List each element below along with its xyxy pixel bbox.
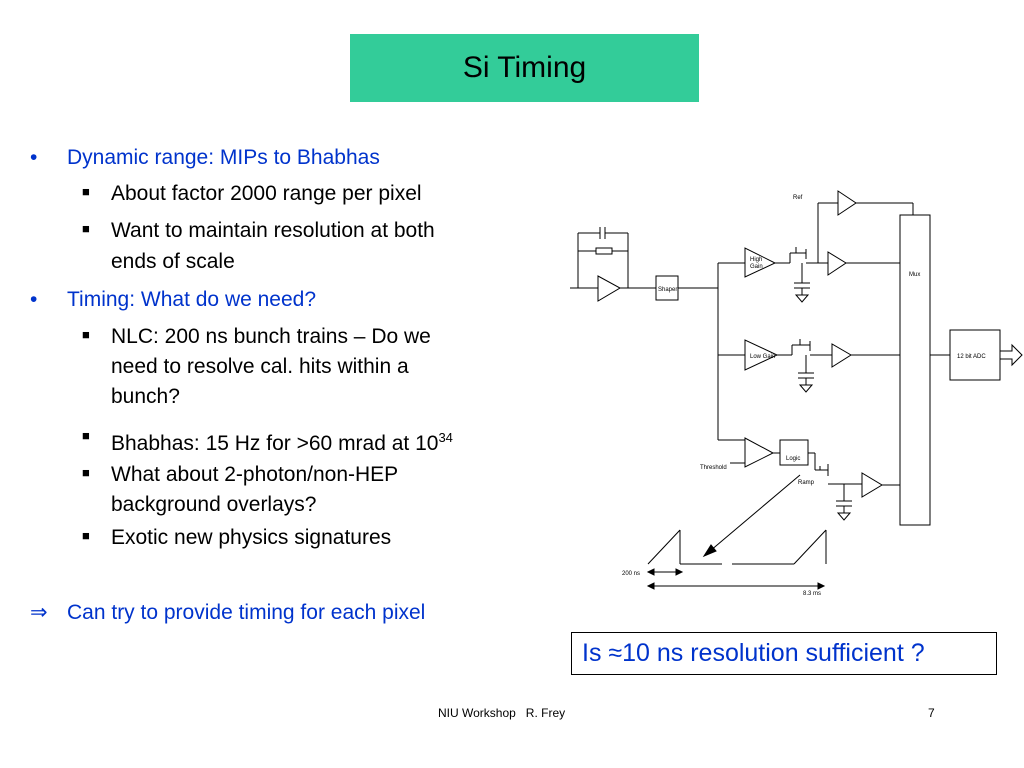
conclusion-arrow-icon: ⇒ <box>30 601 48 624</box>
sub-bullet-nlc-line1: NLC: 200 ns bunch trains – Do we <box>111 325 431 348</box>
bullet-marker: • <box>30 288 38 311</box>
mux-box <box>899 214 931 526</box>
arrowhead-icon <box>675 568 684 576</box>
bullet-marker: • <box>30 146 38 169</box>
sub-bullet-2photon-line1: What about 2-photon/non-HEP <box>111 463 399 486</box>
bullet-dynamic-range: Dynamic range: MIPs to Bhabhas <box>67 146 380 169</box>
low-gain-amp-triangle <box>744 339 779 371</box>
waveform <box>647 529 681 565</box>
slide-title: Si Timing <box>462 51 587 84</box>
ramp-label: Ramp <box>798 480 815 486</box>
low-gain-label: Low Gain <box>750 354 775 360</box>
threshold-label: Threshold <box>700 465 727 471</box>
high-gain-label-line1: High <box>750 257 762 263</box>
sub-bullet-marker: ■ <box>82 327 90 342</box>
sub-bullet-nlc-line2: need to resolve cal. hits within a <box>111 355 409 378</box>
sub-bullet-marker: ■ <box>82 221 90 236</box>
threshold-comparator-triangle <box>744 437 775 468</box>
sub-bullet-factor-2000: About factor 2000 range per pixel <box>111 182 422 205</box>
adc-label: 12 bit ADC <box>957 354 986 360</box>
sub-bullet-marker: ■ <box>82 528 90 543</box>
resolution-callout-text: Is ≈10 ns resolution sufficient ? <box>582 639 925 667</box>
sub-bullet-resolution-line2: ends of scale <box>111 250 235 273</box>
ground-icon <box>798 384 814 393</box>
sub-bullet-resolution-line1: Want to maintain resolution at both <box>111 219 435 242</box>
sub-bullet-marker: ■ <box>82 184 90 199</box>
superscript-34: 34 <box>438 430 453 445</box>
low-gain-buffer-triangle <box>831 343 852 368</box>
timing-circuit-diagram: Ref Shaper High Gain Low Gain Mux 12 bit… <box>570 190 1023 597</box>
resolution-callout-box: Is ≈10 ns resolution sufficient ? <box>571 632 997 675</box>
t83-label: 8.3 ms <box>803 591 821 597</box>
high-gain-label-line2: Gain <box>750 264 763 270</box>
arrowhead-icon <box>702 544 717 558</box>
sub-bullet-2photon-line2: background overlays? <box>111 493 317 516</box>
logic-label: Logic <box>786 456 800 462</box>
mux-label: Mux <box>909 272 920 278</box>
sub-bullet-exotic: Exotic new physics signatures <box>111 526 392 549</box>
ramp-buffer-triangle <box>861 472 883 498</box>
high-gain-amp-triangle <box>744 247 777 278</box>
footer-text: NIU Workshop R. Frey <box>438 706 566 720</box>
ramp-pointer-arrow <box>709 474 801 552</box>
conclusion-text: Can try to provide timing for each pixel <box>67 601 426 624</box>
arrowhead-icon <box>646 568 655 576</box>
feedback-resistor <box>595 247 613 255</box>
waveform <box>793 529 827 565</box>
shaper-label: Shaper <box>658 287 677 293</box>
high-gain-buffer-triangle <box>827 251 847 276</box>
output-arrow-icon <box>999 343 1023 367</box>
arrowhead-icon <box>817 582 826 590</box>
ref-label: Ref <box>793 195 803 201</box>
page-number: 7 <box>928 706 935 720</box>
ground-icon <box>794 294 810 303</box>
sub-bullet-bhabhas-text: Bhabhas: 15 Hz for >60 mrad at 10 <box>111 432 439 455</box>
sub-bullet-marker: ■ <box>82 465 90 480</box>
bullet-timing: Timing: What do we need? <box>67 288 317 311</box>
t200-label: 200 ns <box>622 571 640 577</box>
preamp-triangle <box>597 275 622 302</box>
sub-bullet-bhabhas: Bhabhas: 15 Hz for >60 mrad at 1034 <box>111 422 453 459</box>
ground-icon <box>836 512 852 521</box>
arrowhead-icon <box>646 582 655 590</box>
sub-bullet-marker: ■ <box>82 428 90 443</box>
slide-title-box: Si Timing <box>350 34 699 102</box>
sub-bullet-nlc-line3: bunch? <box>111 385 180 408</box>
ref-amp-triangle <box>837 190 857 216</box>
